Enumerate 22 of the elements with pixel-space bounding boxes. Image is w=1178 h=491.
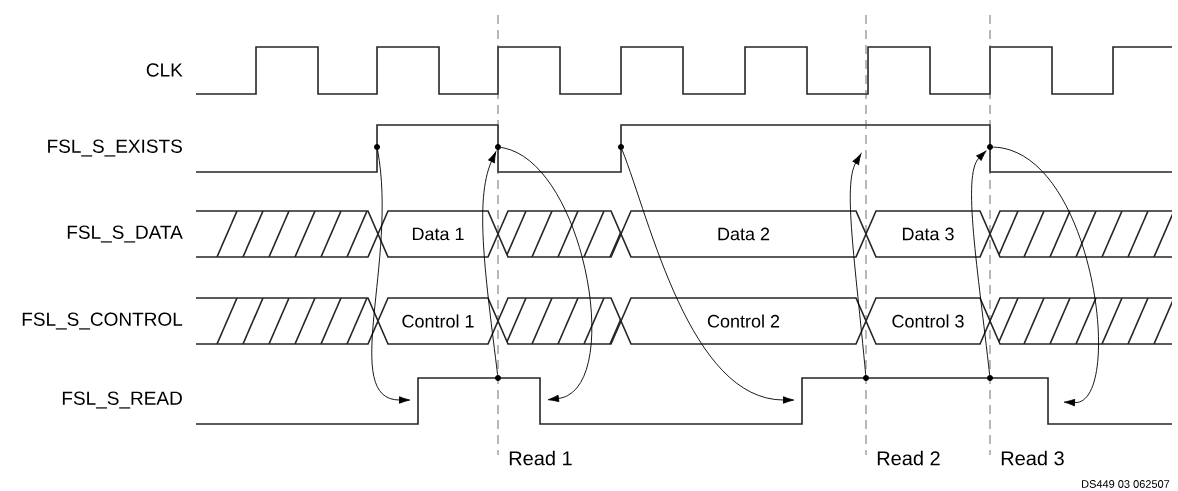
bus-value-label: Control 3: [892, 314, 964, 328]
figure-id: DS449 03 062507: [1082, 480, 1170, 488]
signal-name: FSL_S_CONTROL: [22, 312, 183, 330]
causality-arrow: [482, 151, 499, 376]
causality-arrow: [621, 149, 795, 404]
causality-arrow: [500, 147, 593, 403]
signal-name: CLK: [146, 63, 183, 77]
causality-arrow: [992, 146, 1099, 407]
causality-arrow: [971, 150, 991, 376]
bus-value-label: Data 3: [902, 227, 954, 241]
causality-arrow: [849, 153, 867, 376]
signal-name: FSL_S_DATA: [67, 225, 183, 243]
signal-name: FSL_S_READ: [62, 391, 182, 409]
bus-value-label: Data 2: [718, 227, 770, 241]
causality-arrow: [371, 149, 411, 404]
marker-label: Read 1: [509, 450, 572, 466]
bus-value-label: Control 2: [707, 314, 780, 328]
marker-label: Read 3: [1001, 450, 1064, 466]
signal-name: FSL_S_EXISTS: [48, 139, 182, 157]
marker-label: Read 2: [877, 450, 940, 466]
bus-value-label: Data 1: [412, 227, 464, 241]
bus-value-label: Control 1: [402, 314, 474, 328]
